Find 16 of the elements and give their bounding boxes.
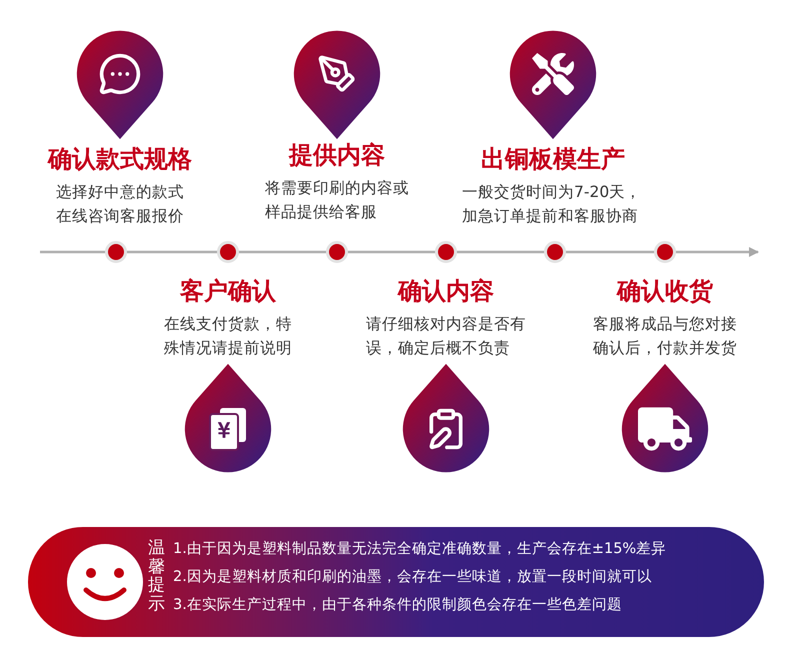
step-description: 将需要印刷的内容或样品提供给客服	[265, 178, 409, 223]
notice-item: 3.在实际生产过程中，由于各种条件的限制颜色会存在一些色差问题	[173, 596, 623, 615]
step-description: 一般交货时间为7-20天，加急订单提前和客服协商	[462, 182, 642, 227]
step-title: 确认款式规格	[48, 144, 192, 175]
step-description: 在线支付货款，特殊情况请提前说明	[164, 314, 292, 359]
step-title: 客户确认	[180, 276, 276, 307]
notice-heading: 温馨提示	[148, 539, 165, 614]
notice-item: 2.因为是塑料材质和印刷的油墨，会存在一些味道，放置一段时间就可以	[173, 568, 653, 587]
notice-item: 1.由于因为是塑料制品数量无法完全确定准确数量，生产会存在±15%差异	[173, 540, 666, 559]
step-description: 选择好中意的款式在线咨询客服报价	[56, 182, 184, 227]
step-description: 客服将成品与您对接确认后，付款并发货	[593, 314, 737, 359]
step-title: 确认收货	[617, 276, 713, 307]
step-title: 确认内容	[398, 276, 494, 307]
step-title: 提供内容	[289, 140, 385, 171]
step-description: 请仔细核对内容是否有误，确定后概不负责	[366, 314, 526, 359]
step-title: 出铜板模生产	[481, 144, 625, 175]
